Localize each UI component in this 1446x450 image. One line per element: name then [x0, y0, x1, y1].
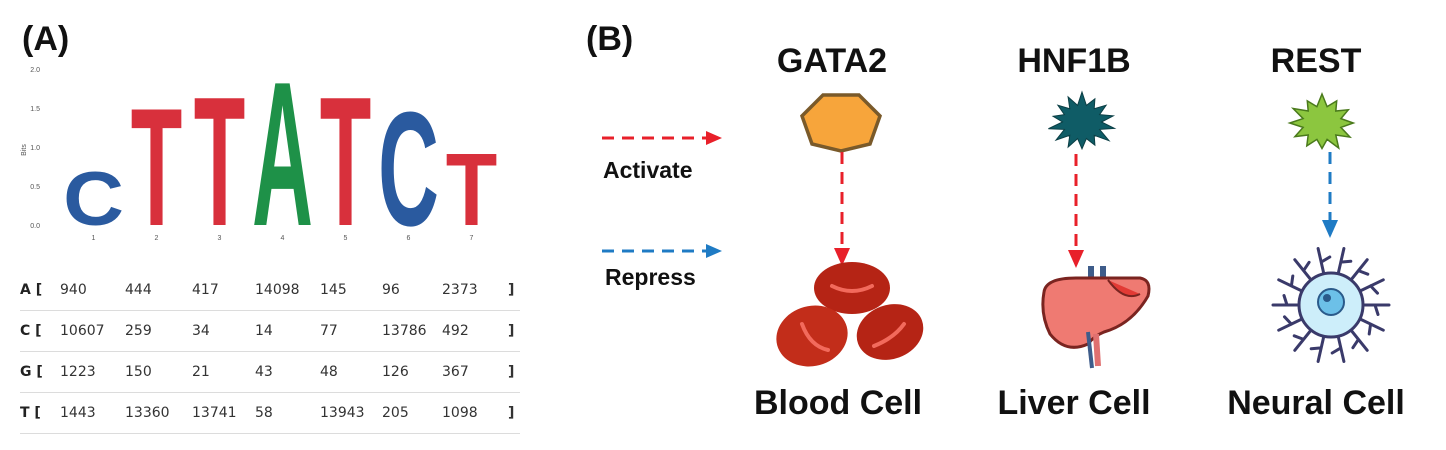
legend-activate-arrow [602, 131, 722, 145]
factor-name-gata2: GATA2 [776, 42, 888, 80]
matrix-cell: 43 [255, 364, 273, 380]
matrix-cell: 444 [125, 282, 152, 298]
logo-position-label: 5 [344, 235, 348, 242]
matrix-cell: 77 [320, 323, 338, 339]
matrix-cell: 492 [442, 323, 469, 339]
green-starburst-icon [1287, 92, 1356, 151]
logo-letter-3: T [194, 59, 245, 255]
matrix-cell: 1098 [442, 405, 478, 421]
matrix-cell: 1443 [60, 405, 96, 421]
matrix-row: C [ 10607 259 34 14 77 13786 492] [20, 311, 520, 352]
count-matrix: A [ 940 444 417 14098 145 96 2373] C [ 10607 259 34… [20, 270, 520, 434]
matrix-cell: 13786 [382, 323, 427, 339]
logo-letter-6: C [378, 79, 439, 255]
matrix-cell: 150 [125, 364, 152, 380]
neuron-icon [1271, 247, 1391, 363]
matrix-cell: 58 [255, 405, 273, 421]
matrix-row-label: C [ [20, 323, 42, 339]
logo-y-axis: Bits [21, 144, 28, 156]
matrix-cell: 21 [192, 364, 210, 380]
matrix-cell: 940 [60, 282, 87, 298]
rest-repress-arrow [1322, 152, 1338, 238]
logo-letter-7: T [446, 132, 497, 247]
target-name-blood-cell: Blood Cell [753, 384, 923, 422]
target-name-neural-cell: Neural Cell [1227, 384, 1405, 422]
logo-y-axis-label: Bits [21, 144, 28, 156]
hnf1b-activate-arrow [1068, 154, 1084, 268]
gata2-activate-arrow [834, 152, 850, 266]
panel-b-label: (B) [586, 20, 634, 58]
matrix-cell: 13741 [192, 405, 237, 421]
matrix-cell: 2373 [442, 282, 478, 298]
logo-position-label: 4 [281, 235, 285, 242]
matrix-cell: 145 [320, 282, 347, 298]
legend-repress-arrow [602, 244, 722, 258]
legend-activate-label: Activate [603, 157, 693, 183]
matrix-cell: 13943 [320, 405, 365, 421]
matrix-cell: 96 [382, 282, 400, 298]
panel-a-label: (A) [22, 20, 70, 58]
factor-name-rest: REST [1270, 42, 1362, 80]
matrix-cell: 48 [320, 364, 338, 380]
matrix-cell: 13360 [125, 405, 170, 421]
orange-heptagon-icon [799, 93, 883, 153]
matrix-cell: 205 [382, 405, 409, 421]
logo-letter-2: T [131, 75, 182, 255]
target-name-liver-cell: Liver Cell [997, 384, 1151, 422]
logo-y-tick: 0.5 [30, 184, 40, 191]
matrix-row: A [ 940 444 417 14098 145 96 2373] [20, 270, 520, 311]
logo-y-tick: 2.0 [30, 67, 40, 74]
matrix-row-close: ] [508, 282, 515, 298]
matrix-row: G [ 1223 150 21 43 48 126 367] [20, 352, 520, 393]
logo-position-label: 2 [155, 235, 159, 242]
matrix-row-close: ] [508, 364, 515, 380]
matrix-cell: 1223 [60, 364, 96, 380]
logo-y-tick: 1.0 [30, 145, 40, 152]
matrix-cell: 417 [192, 282, 219, 298]
matrix-cell: 34 [192, 323, 210, 339]
logo-y-tick: 1.5 [30, 106, 40, 113]
matrix-row-label: T [ [20, 405, 41, 421]
matrix-cell: 126 [382, 364, 409, 380]
matrix-cell: 367 [442, 364, 469, 380]
logo-position-label: 1 [92, 235, 96, 242]
logo-letter-5: T [320, 59, 371, 255]
logo-position-label: 7 [470, 235, 474, 242]
matrix-row-label: A [ [20, 282, 43, 298]
matrix-row-close: ] [508, 323, 515, 339]
matrix-cell: 259 [125, 323, 152, 339]
liver-icon [1041, 266, 1151, 369]
logo-letter-1: C [63, 156, 124, 241]
logo-letter-4: A [252, 55, 313, 255]
logo-position-label: 6 [407, 235, 411, 242]
matrix-cell: 14098 [255, 282, 300, 298]
matrix-row-close: ] [508, 405, 515, 421]
matrix-cell: 10607 [60, 323, 105, 339]
matrix-row-label: G [ [20, 364, 43, 380]
matrix-cell: 14 [255, 323, 273, 339]
teal-starburst-icon [1048, 90, 1117, 151]
legend-repress-label: Repress [605, 264, 696, 290]
logo-y-tick: 0.0 [30, 223, 40, 230]
factor-name-hnf1b: HNF1B [1017, 42, 1131, 80]
blood-cell-icon [776, 262, 924, 367]
logo-position-label: 3 [218, 235, 222, 242]
matrix-row: T [ 1443 13360 13741 58 13943 205 1098] [20, 393, 520, 434]
